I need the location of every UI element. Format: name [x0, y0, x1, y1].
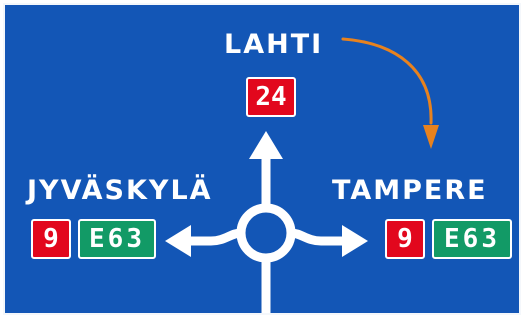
road-number-north-badge: 24: [246, 77, 296, 117]
euro-route-west-badge: E63: [78, 219, 156, 259]
destination-north-label: LAHTI: [224, 29, 324, 60]
roundabout-arrows-icon: [165, 131, 368, 313]
destination-east-label: TAMPERE: [332, 175, 488, 206]
road-number-east-badge: 9: [385, 219, 425, 259]
euro-route-east-badge: E63: [432, 219, 512, 259]
road-number-west-badge: 9: [31, 219, 71, 259]
curved-arrow-down-icon: [341, 37, 439, 149]
road-sign: LAHTI 24 JYVÄSKYLÄ 9 E63 TAMPERE 9 E63: [3, 3, 521, 315]
destination-west-label: JYVÄSKYLÄ: [27, 175, 213, 206]
